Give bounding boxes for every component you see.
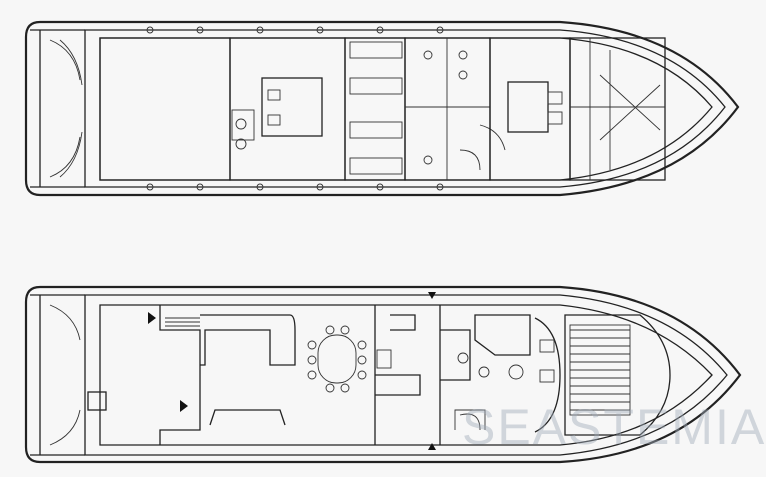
lower-deck-plan [24,20,740,197]
main-deck-plan [24,285,742,464]
lower-deck-hull-outline [24,20,740,197]
main-deck-hull-outline [24,285,742,464]
watermark: SEASTEMIA [462,399,766,455]
dining-table [307,325,367,393]
master-bed [261,77,323,137]
sunpad-lines [569,324,631,416]
vip-bed [507,81,549,133]
